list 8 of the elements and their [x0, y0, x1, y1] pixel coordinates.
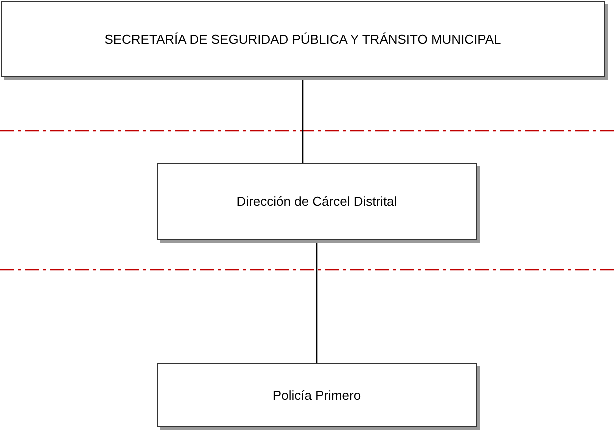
- org-box: [157, 363, 477, 427]
- box-label: SECRETARÍA DE SEGURIDAD PÚBLICA Y TRÁNSITO MUNICIPAL: [104, 32, 502, 46]
- connector-line: [316, 240, 318, 363]
- box-label: Dirección de Cárcel Distrital: [236, 194, 398, 209]
- org-box: [157, 163, 477, 240]
- box-label: Policía Primero: [272, 388, 362, 402]
- org-box: [1, 1, 605, 77]
- connector-line: [302, 77, 304, 163]
